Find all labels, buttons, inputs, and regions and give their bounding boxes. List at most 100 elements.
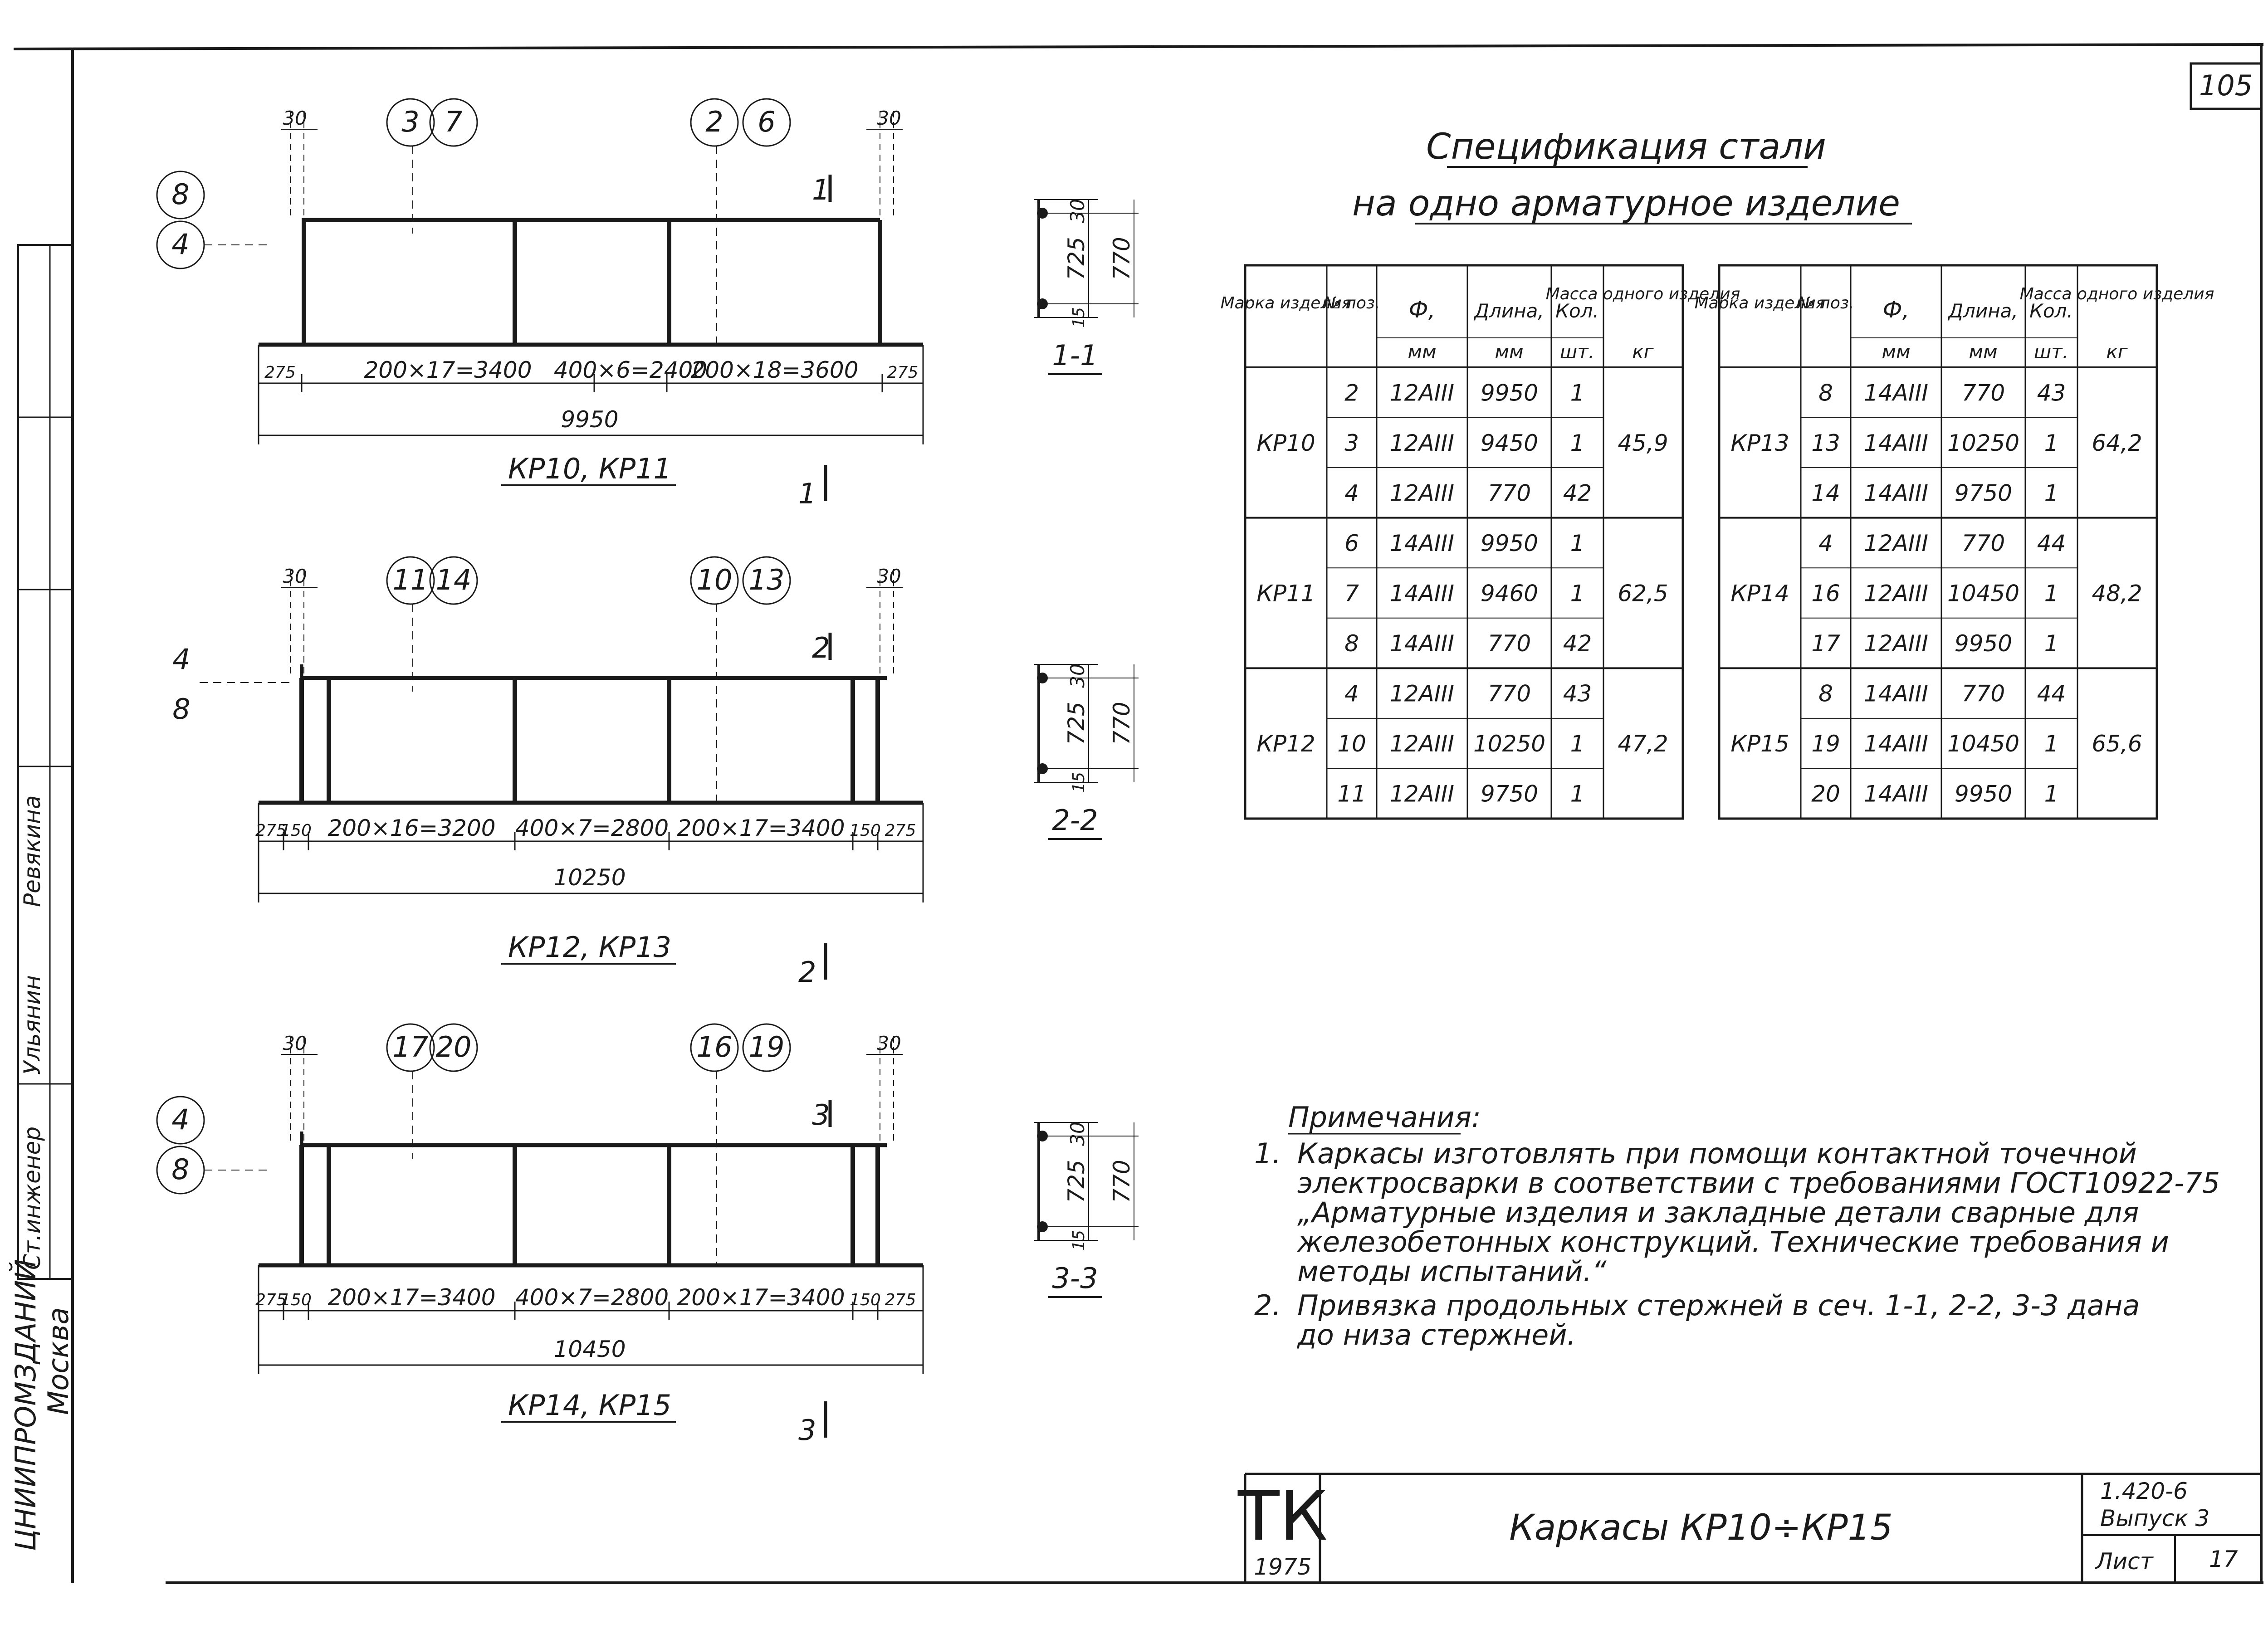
table-cell: 9750	[1481, 781, 1538, 807]
header-qty-unit: шт.	[1560, 341, 1594, 363]
position-bubble	[429, 556, 478, 605]
row-mass: 48,2	[2092, 580, 2142, 607]
dimension-label: 275	[255, 1291, 287, 1309]
table-cell: 42	[1563, 480, 1592, 506]
position-number: 4	[171, 1103, 189, 1136]
section-mark: 1	[798, 477, 816, 510]
position-number: 14	[436, 563, 472, 596]
table-cell: 9950	[1481, 380, 1538, 406]
table-cell: 20	[1811, 781, 1840, 807]
stamp-org-2: Москва	[42, 1307, 75, 1415]
row-mark: КР14	[1730, 580, 1789, 607]
position-bubble	[690, 556, 739, 605]
view-caption: КР14, КР15	[508, 1389, 671, 1422]
dimension-label: 200×17=3400	[364, 357, 532, 383]
table-cell: 770	[1962, 681, 2005, 707]
position-bubble	[156, 171, 205, 219]
table-cell: 1	[2044, 480, 2059, 506]
end-dimension-label: 30	[877, 107, 901, 129]
header-len: Длина,	[1473, 300, 1544, 322]
position-label: 8	[172, 693, 190, 726]
table-cell: 9950	[1955, 781, 2012, 807]
position-number: 2	[705, 105, 723, 138]
table-cell: 8	[1818, 681, 1833, 707]
position-bubble	[429, 1023, 478, 1072]
sheet-number: 105	[2199, 69, 2253, 102]
position-bubble	[690, 98, 739, 147]
series-number: 1.420-6	[2100, 1478, 2188, 1504]
note-1-line: электросварки в соответствии с требовани…	[1297, 1166, 2220, 1200]
table-cell: 8	[1344, 630, 1359, 657]
position-number: 7	[445, 105, 462, 138]
header-qty: Кол.	[1555, 300, 1599, 322]
table-cell: 19	[1811, 731, 1840, 757]
table-cell: 2	[1344, 380, 1359, 406]
section-mark: 1	[812, 173, 830, 206]
position-label: 4	[172, 643, 190, 676]
position-bubble	[742, 1023, 791, 1072]
bar-dot	[1037, 673, 1048, 683]
dimension-label: 200×17=3400	[677, 1284, 845, 1311]
table-cell: 4	[1344, 480, 1359, 506]
section-dimension: 770	[1109, 237, 1135, 280]
table-border	[1244, 264, 1684, 820]
table-cell: 770	[1962, 530, 2005, 556]
table-cell: 10	[1337, 731, 1366, 757]
table-cell: 14АIII	[1864, 781, 1928, 807]
position-bubble	[429, 98, 478, 147]
table-cell: 14АIII	[1864, 480, 1928, 506]
table-cell: 10450	[1947, 580, 2019, 607]
row-mark: КР13	[1730, 430, 1789, 456]
row-mass: 45,9	[1618, 430, 1668, 456]
header-pos: № поз.	[1322, 294, 1380, 312]
note-1-number: 1.	[1254, 1137, 1281, 1170]
header-mark: Марка изделия	[1695, 294, 1826, 312]
table-cell: 13	[1811, 430, 1840, 456]
header-mass-unit: кг	[1632, 341, 1654, 363]
table-cell: 43	[1563, 681, 1592, 707]
row-mass: 62,5	[1618, 580, 1668, 607]
table-cell: 12АIII	[1390, 731, 1454, 757]
bar-dot	[1037, 1221, 1048, 1232]
table-cell: 44	[2037, 681, 2066, 707]
position-number: 17	[393, 1030, 429, 1063]
section-dimension: 725	[1063, 1160, 1090, 1203]
title-year: 1975	[1254, 1554, 1311, 1580]
section-mark: 3	[798, 1414, 816, 1447]
section-dimension: 770	[1109, 1160, 1135, 1203]
table-cell: 1	[2044, 781, 2059, 807]
bar-dot	[1037, 208, 1048, 219]
end-dimension-label: 30	[283, 1032, 307, 1054]
row-mass: 65,6	[2092, 731, 2142, 757]
header-mark: Марка изделия	[1221, 294, 1352, 312]
dimension-label: 200×17=3400	[327, 1284, 495, 1311]
table-cell: 14АIII	[1864, 731, 1928, 757]
table-cell: 14АIII	[1864, 430, 1928, 456]
table-cell: 4	[1818, 530, 1833, 556]
position-number: 16	[697, 1030, 733, 1063]
notes: Примечания: 1. Каркасы изготовлять при п…	[1254, 1101, 2220, 1351]
position-number: 11	[393, 563, 429, 596]
dimension-label: 400×7=2800	[515, 815, 669, 841]
table-cell: 44	[2037, 530, 2066, 556]
section-label: 3-3	[1052, 1262, 1098, 1295]
table-cell: 9460	[1481, 580, 1538, 607]
table-cell: 14АIII	[1390, 530, 1454, 556]
row-mark: КР12	[1256, 731, 1315, 757]
sheet-label: Лист	[2095, 1548, 2154, 1575]
table-cell: 12АIII	[1390, 380, 1454, 406]
dimension-label: 275	[885, 1291, 916, 1309]
bar-dot	[1037, 1131, 1048, 1141]
note-1-line: „Арматурные изделия и закладные детали с…	[1297, 1196, 2139, 1229]
section-dimension: 15	[1070, 307, 1088, 328]
table-cell: 10250	[1947, 430, 2019, 456]
note-2-line: до низа стержней.	[1297, 1318, 1576, 1351]
table-cell: 10450	[1947, 731, 2019, 757]
header-qty: Кол.	[2029, 300, 2073, 322]
